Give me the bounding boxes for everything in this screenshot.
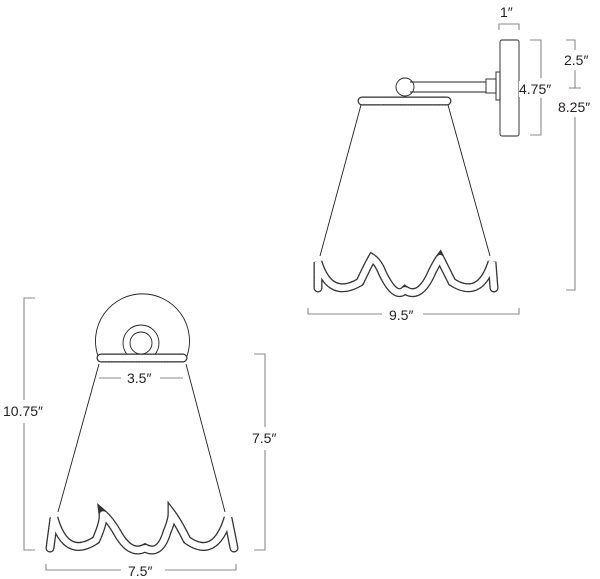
label-side-shade-width: 9.5″ [389, 307, 414, 323]
dim-backplate-depth [498, 23, 520, 30]
dim-side-shade-width [307, 308, 382, 315]
finial-ball [395, 77, 415, 97]
round-backplate [95, 293, 190, 357]
label-shade-bottom-width: 7.5″ [128, 563, 153, 579]
dim-top-to-arm [566, 39, 576, 50]
backplate [499, 39, 520, 137]
shade-right-edge [447, 104, 491, 257]
backplate-mount [495, 71, 501, 101]
mount-ring-inner [129, 331, 153, 355]
front-shade-left-edge [57, 363, 100, 513]
label-arm-to-bottom: 8.25″ [558, 99, 591, 115]
shade-left-edge [319, 104, 362, 257]
dim-backplate-height [530, 39, 542, 78]
front-shade-right-edge [185, 363, 226, 513]
label-shade-height: 7.5″ [252, 430, 277, 446]
dim-arm-to-bottom [566, 117, 576, 291]
arm-collar [485, 78, 497, 94]
label-backplate-height: 4.75″ [519, 81, 552, 97]
label-overall-height: 10.75″ [3, 403, 43, 419]
dim-front-shade-width [45, 564, 121, 571]
dim-overall-height [23, 297, 35, 400]
dim-shade-height [254, 353, 266, 427]
label-backplate-depth: 1″ [500, 4, 513, 20]
label-shade-top-width: 3.5″ [127, 370, 152, 386]
front-view [23, 293, 266, 571]
side-view [307, 23, 581, 315]
label-top-to-arm: 2.5″ [564, 52, 589, 68]
